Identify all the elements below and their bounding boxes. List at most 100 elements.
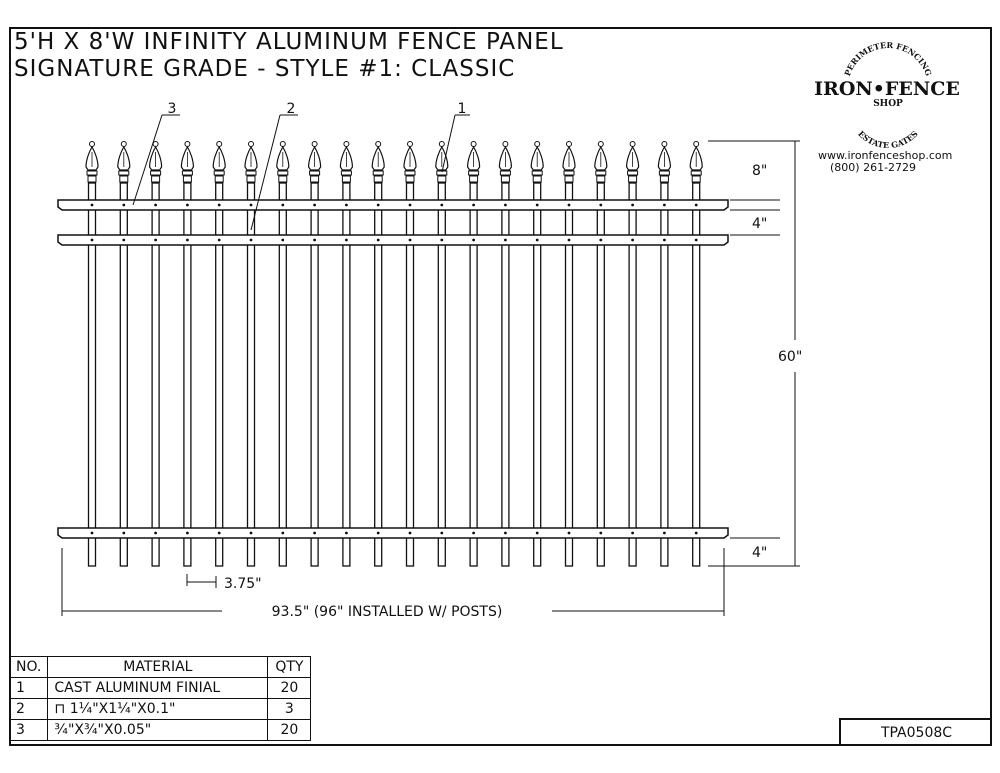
rivet: [154, 531, 158, 535]
drawing-border: [9, 27, 992, 746]
rivet: [313, 238, 316, 242]
rivet: [599, 531, 603, 535]
finial: [689, 141, 703, 183]
bom-cell-no: 2: [8, 698, 49, 720]
logo-arc-bottom-text: ESTATE GATES: [856, 128, 920, 150]
rivet: [599, 203, 603, 207]
overall-width-label: 93.5" (96" INSTALLED W/ POSTS): [272, 604, 503, 620]
rivet: [217, 238, 221, 242]
finial: [657, 141, 672, 183]
bottom-rail: [57, 527, 729, 539]
finial: [594, 141, 608, 183]
finial: [466, 141, 481, 183]
bom-header-material: MATERIAL: [47, 656, 269, 678]
finial: [530, 141, 544, 183]
rivet: [217, 203, 221, 207]
picket: [628, 182, 637, 567]
callout-1: 1: [441, 101, 470, 173]
callout-1-label: 1: [458, 101, 467, 117]
rivet: [440, 531, 444, 535]
callout-3-label: 3: [168, 101, 177, 117]
dimension-bottom-extension: 4": [708, 537, 800, 567]
dimension-finial-height: 8": [708, 140, 800, 201]
finial: [625, 141, 640, 183]
picket: [533, 182, 542, 567]
finial: [244, 141, 258, 183]
logo-arc-top-text: PERIMETER FENCING: [842, 40, 934, 78]
bom-cell-material: CAST ALUMINUM FINIAL: [47, 677, 269, 699]
rivet: [472, 238, 475, 242]
document-number: TPA0508C: [839, 718, 992, 746]
rivet: [281, 238, 285, 242]
picket: [183, 182, 192, 567]
bom-cell-no: 3: [8, 719, 49, 741]
rivet: [631, 238, 634, 242]
picket: [87, 182, 97, 567]
table-row: 2 ⊓ 1¼"X1¼"X0.1" 3: [8, 698, 312, 720]
logo-brand-text: IRON•FENCE: [814, 78, 960, 100]
rivet: [186, 531, 189, 535]
drawing-title-line-1: 5'H X 8'W INFINITY ALUMINUM FENCE PANEL: [14, 29, 564, 55]
rivet: [504, 531, 507, 535]
rivet: [249, 238, 253, 242]
rivet: [376, 531, 380, 535]
rivet: [122, 238, 126, 242]
rivet: [694, 203, 698, 207]
drawing-title-line-2: SIGNATURE GRADE - STYLE #1: CLASSIC: [14, 56, 516, 82]
rivet: [408, 203, 412, 207]
picket: [246, 182, 256, 567]
finial: [117, 141, 131, 183]
rivet: [345, 203, 348, 207]
rivet: [90, 203, 94, 207]
logo-sub-text: SHOP: [873, 99, 903, 109]
svg-text:ESTATE GATES: ESTATE GATES: [856, 128, 920, 150]
bill-of-materials: NO. MATERIAL QTY 1 CAST ALUMINUM FINIAL …: [8, 656, 312, 741]
picket: [310, 182, 319, 567]
dimension-rail-gap: 4": [730, 209, 780, 236]
finial: [562, 141, 576, 183]
finial: [148, 141, 163, 183]
rivet: [217, 531, 221, 535]
picket: [215, 182, 224, 567]
rivet: [281, 531, 285, 535]
picket: [437, 182, 446, 567]
picket: [405, 182, 415, 567]
rail-gap-label: 4": [752, 216, 767, 232]
callout-3: 3: [132, 101, 180, 206]
rivet: [376, 238, 380, 242]
rivet: [663, 238, 666, 242]
rivet: [281, 203, 285, 207]
rivet: [408, 531, 412, 535]
bom-cell-qty: 20: [267, 719, 312, 741]
rivet: [313, 203, 316, 207]
picket: [342, 182, 351, 567]
rivet: [504, 203, 507, 207]
finial: [85, 141, 99, 183]
picket: [564, 182, 574, 567]
rivet: [186, 203, 189, 207]
rivet: [408, 238, 412, 242]
dimension-overall-height: 60": [778, 141, 802, 566]
rivet: [376, 203, 380, 207]
top-rail: [57, 199, 729, 211]
picket: [278, 182, 287, 567]
rivet: [663, 203, 666, 207]
rivet: [122, 531, 126, 535]
rivet: [535, 531, 539, 535]
bom-header-no: NO.: [8, 656, 49, 678]
rivet: [90, 238, 94, 242]
table-row: 3 ¾"X¾"X0.05" 20: [8, 719, 312, 741]
rivet: [313, 531, 316, 535]
picket: [151, 182, 160, 567]
rivet: [535, 203, 539, 207]
rivet: [345, 238, 348, 242]
bom-header-qty: QTY: [267, 656, 312, 678]
rivet: [440, 203, 444, 207]
rail-rivets-group: [90, 203, 698, 535]
rivet: [694, 238, 698, 242]
picket: [469, 182, 478, 567]
rivet: [249, 203, 253, 207]
bom-cell-material: ⊓ 1¼"X1¼"X0.1": [47, 698, 269, 720]
dimension-overall-width: 93.5" (96" INSTALLED W/ POSTS): [61, 548, 725, 620]
